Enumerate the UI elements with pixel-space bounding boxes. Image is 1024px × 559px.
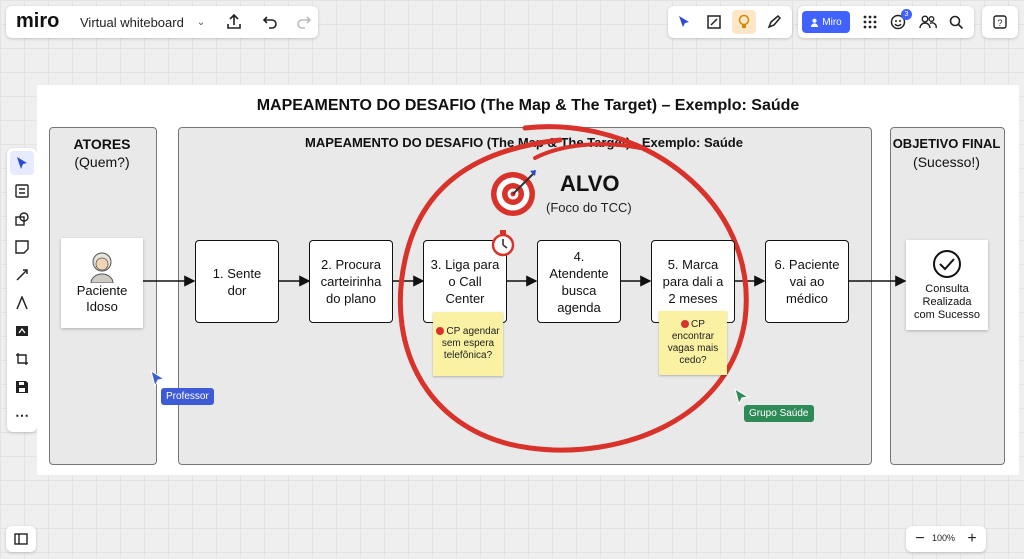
actors-heading: ATORES (73, 136, 131, 152)
stopwatch-icon (491, 230, 515, 257)
actors-subheading: (Quem?) (74, 154, 130, 170)
help-panel: ? (982, 6, 1018, 38)
actor-card-line-2: Idoso (86, 299, 118, 314)
step-6-card[interactable]: 6. Paciente vai ao médico (765, 240, 849, 323)
goal-title: OBJETIVO FINAL (Sucesso!) (890, 135, 1003, 171)
goal-card-line-1: Consulta (925, 282, 969, 295)
share-label: Miro (822, 16, 842, 28)
red-dot-icon (681, 320, 690, 328)
target-bullseye-icon (491, 170, 536, 216)
sticky-note-2[interactable]: CP encontrar vagas mais cedo? (659, 311, 727, 375)
step-3-card[interactable]: 3. Liga para o Call Center (423, 240, 507, 323)
professor-cursor-label: Professor (161, 388, 214, 405)
notification-badge: 3 (901, 9, 912, 20)
emoji-reactions-icon[interactable] (888, 12, 908, 32)
goal-card[interactable]: Consulta Realizada com Sucesso (906, 240, 988, 330)
sticky-note-1[interactable]: CP agendar sem espera telefônica? (433, 312, 503, 376)
left-toolbar: ⋯ (7, 148, 37, 432)
zoom-in-button[interactable]: + (967, 530, 977, 547)
actor-card[interactable]: Paciente Idoso (61, 238, 143, 328)
sticky-note-icon[interactable] (10, 235, 34, 259)
goal-card-line-3: com Sucesso (913, 308, 981, 321)
pen-icon[interactable] (764, 12, 784, 32)
export-icon[interactable] (224, 12, 244, 32)
goal-heading: OBJETIVO FINAL (892, 136, 1001, 151)
user-icon (811, 18, 819, 27)
undo-icon[interactable] (260, 12, 280, 32)
elderly-patient-icon (90, 252, 114, 283)
frames-list-icon[interactable] (13, 531, 29, 547)
sticky-note-2-text: CP encontrar vagas mais cedo? (661, 319, 725, 367)
board-toolbar: miro Virtual whiteboard ⌄ (6, 6, 318, 38)
collab-tools (668, 6, 792, 38)
sticky-note-1-label: CP agendar sem espera telefônica? (441, 326, 500, 361)
board-name-chevron-down-icon[interactable]: ⌄ (196, 16, 206, 28)
board-name[interactable]: Virtual whiteboard (80, 15, 184, 30)
save-icon[interactable] (10, 375, 34, 399)
zoom-out-button[interactable]: − (915, 530, 925, 547)
pen-tool-icon[interactable] (10, 291, 34, 315)
step-5-card[interactable]: 5. Marca para dali a 2 meses (651, 240, 735, 323)
board-title: MAPEAMENTO DO DESAFIO (The Map & The Tar… (256, 97, 800, 114)
more-tools-icon[interactable]: ⋯ (15, 406, 29, 423)
svg-text:?: ? (997, 18, 1002, 28)
step-2-card[interactable]: 2. Procura carteirinha do plano (309, 240, 393, 323)
frames-panel (6, 526, 36, 552)
share-toolbar: Miro 3 (798, 6, 974, 38)
help-icon[interactable]: ? (990, 12, 1010, 32)
group-cursor-label: Grupo Saúde (744, 405, 814, 422)
sticky-note-2-label: CP encontrar vagas mais cedo? (667, 319, 719, 366)
red-dot-icon (436, 327, 445, 335)
share-button[interactable]: Miro (802, 11, 850, 33)
sticky-note-1-text: CP agendar sem espera telefônica? (435, 326, 501, 362)
crop-frame-icon[interactable] (10, 347, 34, 371)
connector-line-icon[interactable] (10, 263, 34, 287)
goal-card-line-2: Realizada (922, 295, 972, 308)
apps-grid-icon[interactable] (860, 12, 880, 32)
actors-title: ATORES (Quem?) (49, 135, 155, 171)
select-tool-icon[interactable] (10, 151, 34, 175)
target-label: ALVO (560, 171, 620, 196)
zoom-level[interactable]: 100% (932, 533, 956, 543)
shapes-icon[interactable] (10, 207, 34, 231)
goal-subheading: (Sucesso!) (913, 154, 980, 170)
lightbulb-icon[interactable] (732, 10, 756, 34)
search-icon[interactable] (946, 12, 966, 32)
reactions-cursor-icon[interactable] (674, 12, 694, 32)
actor-card-line-1: Paciente (76, 283, 128, 298)
frame-tool-icon[interactable] (10, 319, 34, 343)
professor-cursor-icon (150, 370, 166, 388)
collaborators-icon[interactable] (918, 12, 938, 32)
step-4-card[interactable]: 4. Atendente busca agenda (537, 240, 621, 323)
redo-icon[interactable] (294, 12, 314, 32)
step-1-card[interactable]: 1. Sente dor (195, 240, 279, 323)
checkmark-circle-icon (933, 249, 961, 278)
target-sublabel: (Foco do TCC) (546, 200, 632, 215)
challenge-map-title: MAPEAMENTO DO DESAFIO (The Map & The Tar… (305, 135, 743, 150)
edit-frame-icon[interactable] (704, 12, 724, 32)
group-cursor-icon (734, 388, 750, 406)
miro-logo[interactable]: miro (16, 10, 60, 32)
templates-icon[interactable] (10, 179, 34, 203)
zoom-controls: − 100% + (906, 526, 986, 552)
